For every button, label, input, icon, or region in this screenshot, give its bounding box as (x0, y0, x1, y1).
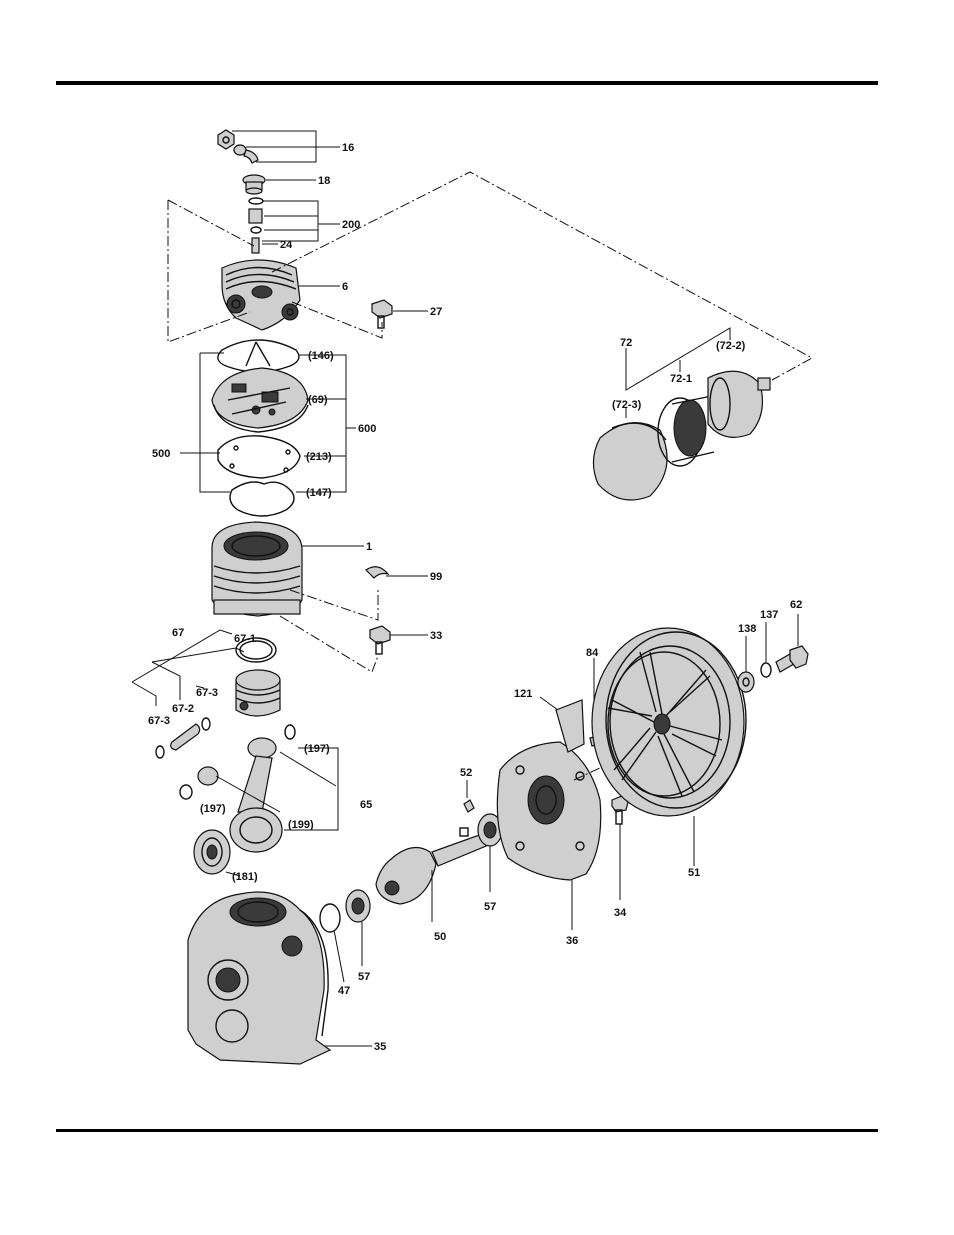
label-67-2: 67-2 (172, 703, 194, 715)
label-67-1: 67-1 (234, 633, 256, 645)
label-99: 99 (430, 571, 442, 583)
label-200: 200 (342, 219, 360, 231)
fitting-18 (243, 175, 265, 194)
crankshaft-50 (376, 828, 486, 904)
label-24: 24 (280, 239, 293, 251)
label-137: 137 (760, 609, 778, 621)
label-72-2: (72-2) (716, 340, 746, 352)
filter-cover-72-3 (593, 423, 667, 500)
clip-99 (366, 567, 388, 578)
label-27: 27 (430, 306, 442, 318)
label-6: 6 (342, 281, 348, 293)
label-199: (199) (288, 819, 314, 831)
piston-67 (236, 670, 280, 716)
bearing-cover-36 (497, 742, 600, 880)
label-51: 51 (688, 867, 700, 879)
label-50: 50 (434, 931, 446, 943)
label-138: 138 (738, 623, 756, 635)
bolt-33 (370, 626, 390, 654)
label-197b: (197) (200, 803, 226, 815)
crankcase-35 (188, 892, 330, 1064)
label-35: 35 (374, 1041, 386, 1053)
label-67-3b: 67-3 (148, 715, 170, 727)
label-181: (181) (232, 871, 258, 883)
label-500: 500 (152, 448, 170, 460)
label-18: 18 (318, 175, 330, 187)
label-36: 36 (566, 935, 578, 947)
label-67-3: 67-3 (196, 687, 218, 699)
label-65: 65 (360, 799, 372, 811)
key-52 (464, 800, 474, 812)
washer-137 (761, 663, 771, 677)
label-52: 52 (460, 767, 472, 779)
label-197a: (197) (304, 743, 330, 755)
label-57a: 57 (358, 971, 370, 983)
label-62: 62 (790, 599, 802, 611)
filter-housing-72-2 (708, 371, 770, 437)
valve-plate-69 (212, 368, 308, 432)
oring-47 (320, 904, 340, 932)
label-69: (69) (308, 394, 328, 406)
pulley-51 (592, 628, 746, 816)
label-67: 67 (172, 627, 184, 639)
cylinder-head-6 (222, 260, 300, 330)
pin-clip-67-3b (156, 746, 164, 758)
washer-138 (738, 672, 754, 692)
label-121: 121 (514, 688, 532, 700)
label-47: 47 (338, 985, 350, 997)
label-16: 16 (342, 142, 354, 154)
gasket-146 (218, 340, 299, 372)
gasket-147 (230, 482, 294, 516)
label-600: 600 (358, 423, 376, 435)
bearing-181 (194, 830, 230, 874)
label-72-1: 72-1 (670, 373, 692, 385)
label-72: 72 (620, 337, 632, 349)
bolt-62 (776, 646, 808, 672)
label-34: 34 (614, 907, 627, 919)
label-33: 33 (430, 630, 442, 642)
piston-pin-67-2 (171, 724, 200, 750)
label-146: (146) (308, 350, 334, 362)
bearing-57a (346, 890, 370, 922)
gasket-213 (218, 436, 300, 478)
cylinder-1 (212, 522, 302, 616)
label-84: 84 (586, 647, 599, 659)
pin-clip-67-3 (202, 718, 210, 730)
label-72-3: (72-3) (612, 399, 642, 411)
label-57b: 57 (484, 901, 496, 913)
label-1: 1 (366, 541, 372, 553)
label-213: (213) (306, 451, 332, 463)
label-147: (147) (306, 487, 332, 499)
